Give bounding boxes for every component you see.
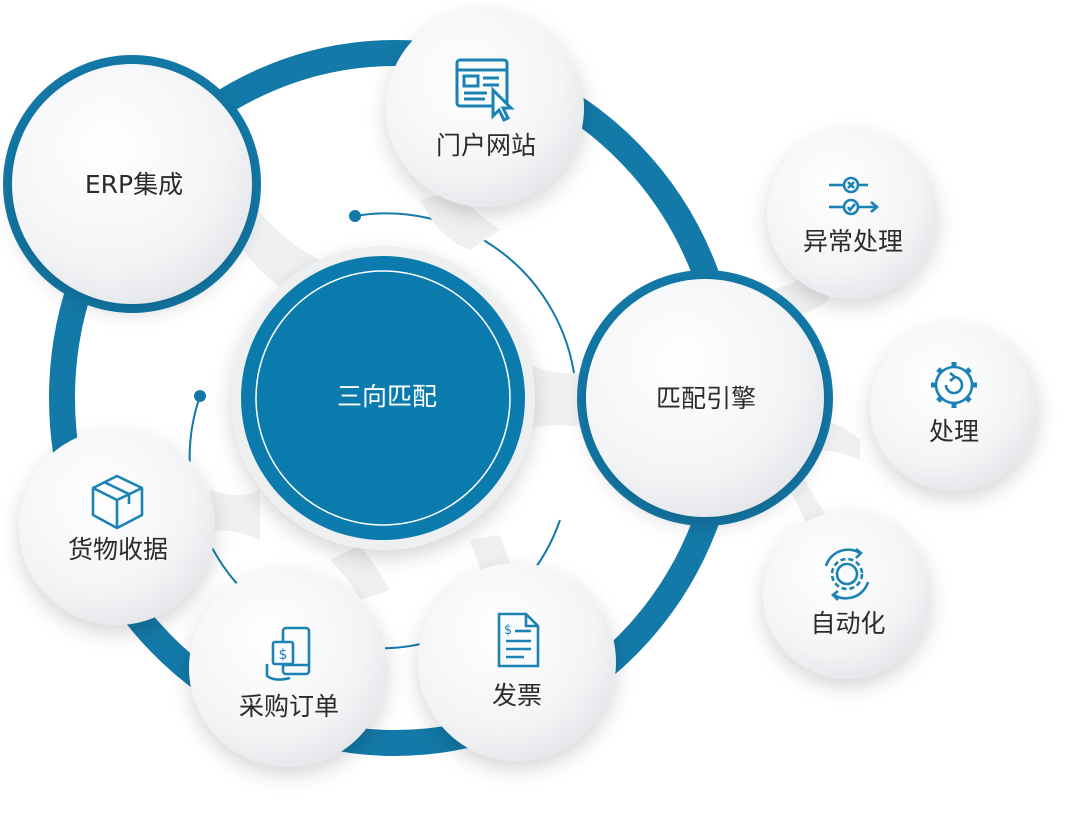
browser-cursor-icon <box>455 58 515 123</box>
node-exception[interactable]: 异常处理 <box>767 129 937 299</box>
connector-blobs <box>210 190 860 600</box>
mobile-payment-icon: $ <box>265 626 311 681</box>
gear-cycle-icon <box>824 547 870 601</box>
node-erp[interactable]: ERP集成 <box>3 55 261 313</box>
node-invoice-label: 发票 <box>492 681 542 710</box>
hub-three-way-match[interactable]: 三向匹配 <box>231 246 535 550</box>
svg-text:$: $ <box>504 623 512 638</box>
node-match-engine[interactable]: 匹配引擎 <box>577 270 833 526</box>
orbit-dot-top <box>349 210 361 222</box>
node-purchase-order[interactable]: $ 采购订单 <box>189 569 387 767</box>
node-automation[interactable]: 自动化 <box>763 511 931 679</box>
invoice-document-icon: $ <box>497 612 540 668</box>
package-box-icon <box>91 474 144 530</box>
node-purchase-order-label: 采购订单 <box>239 692 339 721</box>
node-exception-label: 异常处理 <box>803 227 903 256</box>
exception-flow-icon <box>829 176 880 216</box>
inner-orbit-arc-top <box>354 212 576 381</box>
node-portal[interactable]: 门户网站 <box>386 9 584 207</box>
node-automation-label: 自动化 <box>810 609 885 638</box>
node-goods-receipt-label: 货物收据 <box>68 535 168 564</box>
svg-text:$: $ <box>279 647 288 663</box>
node-portal-label: 门户网站 <box>436 131 536 160</box>
orbit-dot-left <box>194 390 206 402</box>
node-process-label: 处理 <box>929 417 979 446</box>
node-erp-label: ERP集成 <box>85 170 183 199</box>
gear-refresh-icon <box>931 362 977 408</box>
node-goods-receipt[interactable]: 货物收据 <box>19 429 215 625</box>
node-process[interactable]: 处理 <box>870 323 1038 491</box>
node-invoice[interactable]: $ 发票 <box>418 563 616 761</box>
hub-label: 三向匹配 <box>337 382 437 411</box>
node-match-engine-label: 匹配引擎 <box>656 384 756 413</box>
